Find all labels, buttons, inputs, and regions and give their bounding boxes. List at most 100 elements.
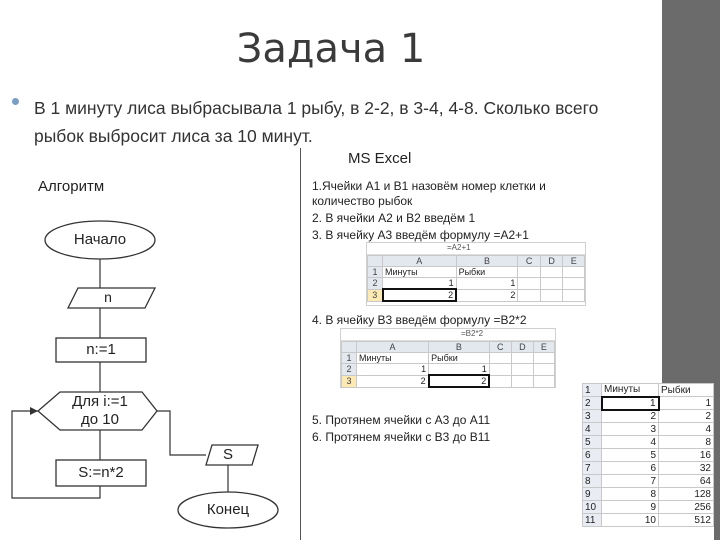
cell[interactable]: [488, 374, 512, 388]
cell[interactable]: 9: [601, 500, 659, 514]
init-label: n:=1: [86, 341, 116, 358]
col-header[interactable]: D: [539, 255, 564, 267]
column-divider: [300, 148, 301, 540]
col-header[interactable]: C: [517, 255, 541, 267]
cell[interactable]: [488, 352, 512, 364]
cell[interactable]: [532, 363, 556, 376]
cell[interactable]: [562, 266, 585, 278]
cell[interactable]: 2: [658, 409, 714, 423]
cell[interactable]: Рыбки: [455, 266, 519, 278]
cell[interactable]: 1: [428, 363, 490, 376]
row-header[interactable]: 3: [367, 288, 383, 302]
col-header[interactable]: E: [562, 255, 585, 267]
cell[interactable]: 5: [601, 448, 659, 462]
cell[interactable]: [517, 288, 541, 302]
col-header[interactable]: C: [488, 341, 512, 353]
cell[interactable]: 1: [382, 277, 457, 290]
row-header[interactable]: 7: [582, 461, 602, 475]
cell[interactable]: 2: [455, 288, 519, 302]
col-header[interactable]: B: [455, 255, 519, 267]
slide-title: Задача 1: [236, 26, 426, 72]
col-header[interactable]: A: [382, 255, 457, 267]
step-2: 2. В ячейки А2 и В2 введём 1: [312, 211, 476, 225]
cell[interactable]: [539, 277, 564, 290]
cell[interactable]: 512: [658, 513, 714, 527]
row-header[interactable]: 1: [582, 383, 602, 397]
row-header[interactable]: 2: [367, 277, 383, 290]
cell[interactable]: 2: [355, 374, 430, 388]
col-header[interactable]: A: [355, 341, 430, 353]
selected-cell[interactable]: 2: [381, 288, 458, 302]
row-header[interactable]: 4: [582, 422, 602, 436]
cell[interactable]: 8: [601, 487, 659, 501]
row-header[interactable]: 1: [341, 352, 357, 364]
row-header[interactable]: 10: [582, 500, 602, 514]
mini-sheet-2: =B2*2 A B C D E 1 Минуты Рыбки 2 1 1 3 2…: [340, 328, 556, 388]
col-header[interactable]: B: [428, 341, 490, 353]
mini-sheet-1: =A2+1 A B C D E 1 Минуты Рыбки 2 1 1 3 2…: [366, 242, 586, 306]
cell[interactable]: [539, 266, 564, 278]
selected-cell[interactable]: 1: [600, 395, 660, 411]
cell[interactable]: Минуты: [355, 352, 430, 364]
cell[interactable]: [517, 266, 541, 278]
start-label: Начало: [73, 231, 127, 248]
cell[interactable]: [562, 277, 585, 290]
loop-label: Для i:=1 до 10: [72, 393, 128, 428]
step-1: 1.Ячейки А1 и В1 назовём номер клетки и …: [312, 179, 546, 208]
flowchart: [11, 220, 279, 529]
col-header[interactable]: E: [532, 341, 556, 353]
cell[interactable]: Рыбки: [428, 352, 490, 364]
input-label: n: [104, 289, 112, 305]
cell[interactable]: [488, 363, 512, 376]
cell[interactable]: 1: [658, 396, 714, 410]
cell[interactable]: 4: [658, 422, 714, 436]
exit-line: [157, 410, 206, 456]
formula-bar-2: =B2*2: [341, 329, 555, 341]
cell[interactable]: [510, 352, 534, 364]
cell[interactable]: Минуты: [601, 383, 659, 397]
row-header[interactable]: 1: [367, 266, 383, 278]
row-header[interactable]: 2: [341, 363, 357, 376]
cell[interactable]: [510, 374, 534, 388]
cell[interactable]: 4: [601, 435, 659, 449]
row-header[interactable]: 2: [582, 396, 602, 410]
cell[interactable]: 3: [601, 422, 659, 436]
algorithm-heading: Алгоритм: [38, 178, 105, 195]
cell[interactable]: 7: [601, 474, 659, 488]
cell[interactable]: [539, 288, 564, 302]
row-header[interactable]: 3: [582, 409, 602, 423]
cell[interactable]: 32: [658, 461, 714, 475]
cell[interactable]: [517, 277, 541, 290]
cell[interactable]: 2: [601, 409, 659, 423]
cell[interactable]: Рыбки: [658, 383, 714, 397]
row-header[interactable]: 3: [341, 374, 357, 388]
cell[interactable]: [562, 288, 585, 302]
cell[interactable]: 1: [455, 277, 519, 290]
cell[interactable]: [510, 363, 534, 376]
row-header[interactable]: 11: [582, 513, 602, 527]
cell[interactable]: 8: [658, 435, 714, 449]
mini-table-1: A B C D E 1 Минуты Рыбки 2 1 1 3 2 2: [367, 255, 585, 302]
row-header[interactable]: 8: [582, 474, 602, 488]
input-block: [66, 287, 157, 309]
cell[interactable]: 1: [355, 363, 430, 376]
selected-cell[interactable]: 2: [427, 374, 491, 388]
row-header[interactable]: 6: [582, 448, 602, 462]
cell[interactable]: 64: [658, 474, 714, 488]
cell[interactable]: 256: [658, 500, 714, 514]
cell[interactable]: [532, 374, 556, 388]
body-block: [55, 459, 147, 487]
cell[interactable]: [532, 352, 556, 364]
cell[interactable]: 16: [658, 448, 714, 462]
row-header[interactable]: 9: [582, 487, 602, 501]
step-4: 4. В ячейку В3 введём формулу =В2*2: [312, 313, 527, 327]
cell[interactable]: Минуты: [382, 266, 457, 278]
row-header[interactable]: 5: [582, 435, 602, 449]
col-header[interactable]: D: [510, 341, 534, 353]
init-block: [55, 337, 147, 363]
cell[interactable]: 128: [658, 487, 714, 501]
cell[interactable]: 6: [601, 461, 659, 475]
cell[interactable]: 10: [601, 513, 659, 527]
